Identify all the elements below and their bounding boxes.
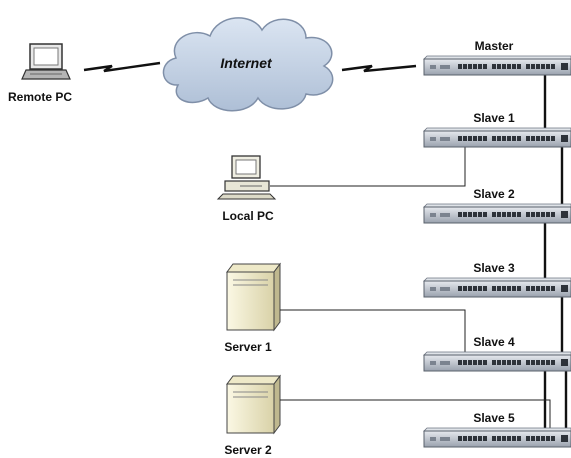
internet-cloud: Internet xyxy=(162,17,334,112)
switch-slave-3-label: Slave 3 xyxy=(473,261,515,275)
switch-slave-4: Slave 4 xyxy=(423,335,571,372)
switch-slave-1-label: Slave 1 xyxy=(473,111,515,125)
server-2: Server 2 xyxy=(224,374,281,457)
stack-cables xyxy=(543,66,568,438)
server-tower-icon xyxy=(226,374,281,435)
internet-label: Internet xyxy=(220,55,273,71)
switch-slave-2: Slave 2 xyxy=(423,187,571,224)
network-switch-icon xyxy=(423,351,571,372)
network-switch-icon xyxy=(423,55,571,76)
cloud-icon xyxy=(162,17,334,112)
network-switch-icon xyxy=(423,427,571,448)
wireless-link-master xyxy=(341,64,417,73)
server-2-cable xyxy=(280,399,551,430)
remote-pc-label: Remote PC xyxy=(8,90,72,104)
switch-slave-2-label: Slave 2 xyxy=(473,187,515,201)
network-switch-icon xyxy=(423,277,571,298)
server-tower-icon xyxy=(226,262,281,332)
wireless-link-remote xyxy=(83,61,161,73)
switch-slave-4-label: Slave 4 xyxy=(473,335,515,349)
server-1-cable xyxy=(280,309,466,356)
network-switch-icon xyxy=(423,203,571,224)
switch-slave-1: Slave 1 xyxy=(423,111,571,148)
switch-master: Master xyxy=(423,39,571,76)
server-1: Server 1 xyxy=(224,262,281,354)
switch-slave-5: Slave 5 xyxy=(423,411,571,448)
local-pc: Local PC xyxy=(216,155,277,223)
server-2-label: Server 2 xyxy=(224,443,272,457)
laptop-icon xyxy=(21,43,71,80)
switch-slave-3: Slave 3 xyxy=(423,261,571,298)
switch-slave-5-label: Slave 5 xyxy=(473,411,515,425)
remote-pc: Remote PC xyxy=(8,43,72,104)
server-1-label: Server 1 xyxy=(224,340,272,354)
network-switch-icon xyxy=(423,127,571,148)
switch-master-label: Master xyxy=(475,39,514,53)
local-pc-label: Local PC xyxy=(222,209,274,223)
local-pc-cable xyxy=(270,140,466,187)
desktop-pc-icon xyxy=(216,155,277,200)
